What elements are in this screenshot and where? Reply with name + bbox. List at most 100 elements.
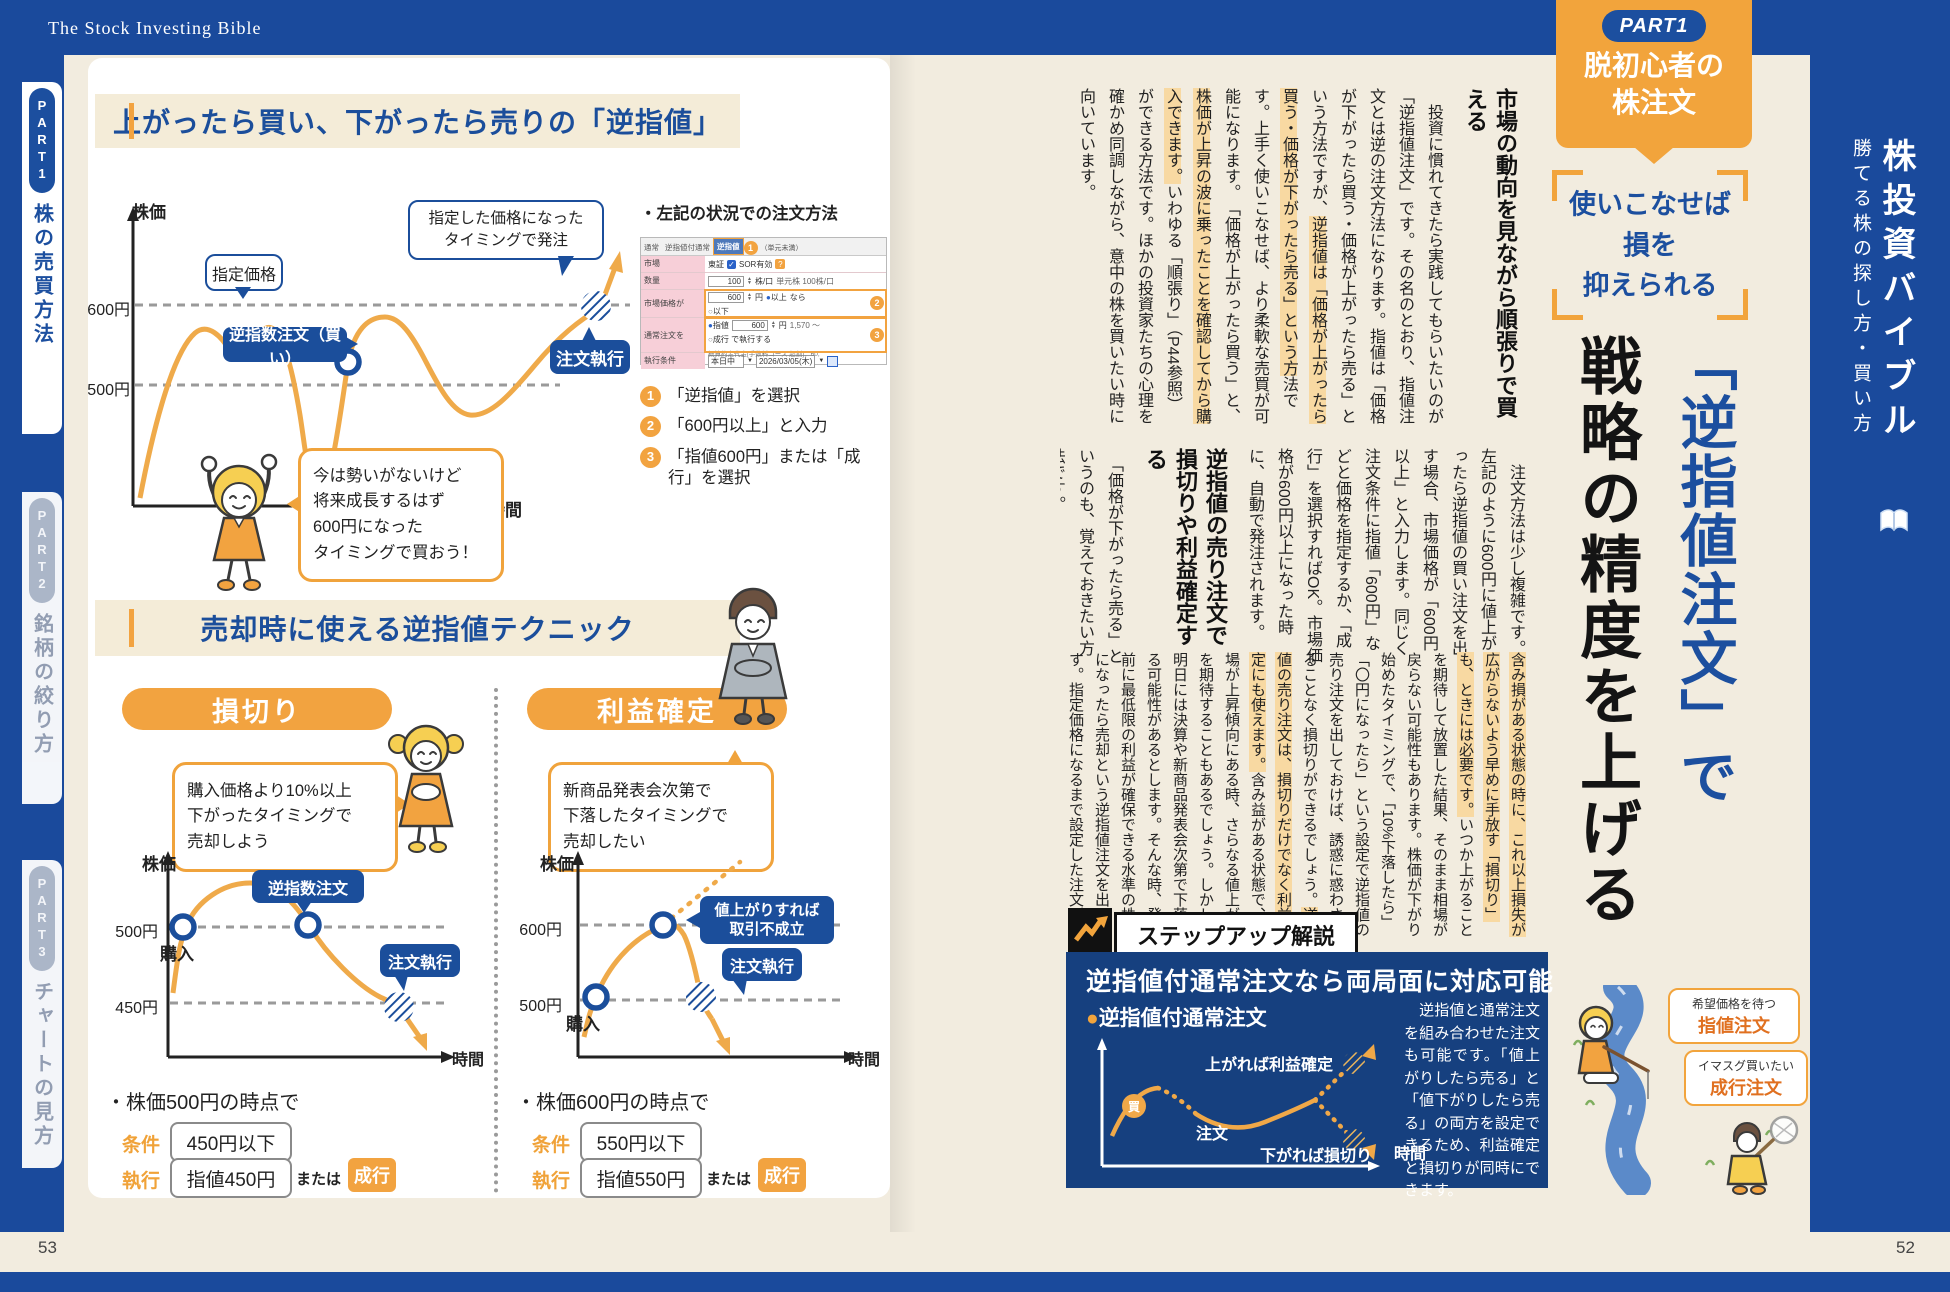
exec-label-2: 注文執行 xyxy=(380,944,460,991)
stepup-subtitle: ●逆指値付通常注文 xyxy=(1086,1007,1267,1030)
execution-marker xyxy=(384,992,414,1022)
sidebar-tab-part2: PART2 銘柄の絞り方 xyxy=(22,492,62,804)
catch-block: 使いこなせば 損を 抑えられる xyxy=(1552,170,1748,320)
part1-badge: PART1 xyxy=(1602,10,1706,42)
character-businessman xyxy=(718,587,788,725)
profit-note: ・株価600円の時点で xyxy=(516,1092,710,1114)
stepper-icon: ▲▼ xyxy=(770,320,776,330)
chart2-y-label: 株価 xyxy=(142,855,176,874)
checkbox-icon: ✓ xyxy=(727,259,736,269)
book-icon xyxy=(1880,509,1908,532)
article-paragraph: 含み損がある状態の時に、これ以上損失が広がらないよう早めに手放す「損切り」も、と… xyxy=(1067,652,1526,937)
page-number-left: 53 xyxy=(38,1238,57,1257)
part-tab-notch xyxy=(1634,147,1674,164)
chart1-y-label: 株価 xyxy=(132,203,166,222)
stepup-time-label: 時間 xyxy=(1394,1146,1427,1163)
exec-cond-value-2: 指値550円 xyxy=(580,1158,702,1198)
buy-label-2: 購入 xyxy=(566,1015,600,1034)
order-point-marker xyxy=(649,911,677,939)
order-form-screenshot: 通常 逆指値付通常 逆指値 1 （単元未満） 市場 東証 ✓ SOR有効 ? 数… xyxy=(640,237,887,369)
gutter-shadow xyxy=(890,55,916,1232)
stepup-title: 逆指値付通常注文なら両局面に対応可能 xyxy=(1086,968,1555,996)
chart2-x-label: 時間 xyxy=(452,1052,485,1069)
buy-label-1: 購入 xyxy=(160,945,194,964)
exec-label-1: 注文執行 xyxy=(550,327,630,374)
part1-pill: PART1 xyxy=(29,88,55,193)
exec-label-3: 注文執行 xyxy=(722,948,802,995)
chart1-500-label: 500円 xyxy=(87,382,130,399)
market-order-badge-1: 成行 xyxy=(348,1158,396,1192)
market-order-label: イマスグ買いたい 成行注文 xyxy=(1684,1050,1808,1106)
market-order-badge-2: 成行 xyxy=(758,1158,806,1192)
order-steps: 1「逆指値」を選択 2「600円以上」と入力 3「指値600円」または「成行」を… xyxy=(640,386,885,499)
river-illustration xyxy=(1572,985,1776,1195)
buy-point-marker xyxy=(169,913,197,941)
stepup-down-label: 下がれば損切り xyxy=(1260,1148,1373,1165)
article-paragraph: 投資に慣れてきたら実践してもらいたいのが「逆指値注文」です。その名のとおり、指値… xyxy=(1077,88,1442,424)
article-heading-1: 市場の動向を見ながら順張りで買える xyxy=(1463,88,1518,418)
specified-price-bubble: 指定価格 xyxy=(205,254,283,299)
stepup-order-label: 注文 xyxy=(1196,1126,1229,1143)
character-girl-standing xyxy=(388,724,464,853)
main-title: 「逆指値注文」で 戦略の精度を上げる xyxy=(1570,334,1735,928)
stepup-box xyxy=(1066,952,1548,1188)
chevron-down-icon: ▼ xyxy=(818,358,825,364)
stepup-up-label: 上がれば利益確定 xyxy=(1205,1057,1334,1074)
character-girl-fishing xyxy=(1577,1005,1650,1099)
stop-order-label-2: 逆指数注文 xyxy=(252,870,364,913)
buy-coin xyxy=(1122,1094,1146,1118)
article-band-3: 含み損がある状態の時に、これ以上損失が広がらないよう早めに手放す「損切り」も、と… xyxy=(1060,652,1530,948)
part2-pill: PART2 xyxy=(29,498,55,603)
accent-bar-icon xyxy=(129,609,134,647)
series-subtitle: 勝てる株の探し方・買い方 xyxy=(1850,138,1871,438)
loss-cut-pill: 損切り xyxy=(122,688,392,730)
section2-title: 売却時に使える逆指値テクニック xyxy=(200,614,635,645)
character-boy-net xyxy=(1726,1115,1799,1195)
question-icon: ? xyxy=(775,259,786,269)
step-badge-2: 2 xyxy=(870,296,884,310)
trigger-callout-bubble: 指定した価格になった タイミングで発注 xyxy=(408,200,604,276)
exec-cond-label-1: 執行 xyxy=(122,1171,161,1192)
loss-note: ・株価500円の時点で xyxy=(106,1092,300,1114)
exec-cond-value-1: 指値450円 xyxy=(170,1158,292,1198)
method-heading: ・左記の状況での注文方法 xyxy=(640,205,838,223)
step-badge-1: 1 xyxy=(743,241,758,255)
book-edge-strip: 株投資バイブル 勝てる株の探し方・買い方 xyxy=(1822,138,1918,698)
bullet-icon: ● xyxy=(1086,1007,1099,1030)
article-heading-2: 逆指値の売り注文で損切りや利益確定する xyxy=(1143,448,1228,646)
condition-value-1: 450円以下 xyxy=(170,1122,292,1162)
stepup-body: 逆指値と通常注文を組み合わせた注文も可能です。「値上がりしたら売る」と「値下がり… xyxy=(1404,1002,1540,1199)
article-band-2: 注文方法は少し複雑です。左記のように600円に値上がったら逆指値の買い注文を出す… xyxy=(1060,448,1530,666)
chart3-600-label: 600円 xyxy=(519,922,562,939)
profit-speech: 新商品発表会次第で 下落したタイミングで 売却したい xyxy=(548,750,774,872)
execution-marker xyxy=(1343,1052,1365,1074)
article-paragraph: 注文方法は少し複雑です。左記のように600円に値上がったら逆指値の買い注文を出す… xyxy=(1246,448,1524,664)
stepper-icon: ▲▼ xyxy=(747,276,752,286)
section1-title: 上がったら買い、下がったら売りの「逆指値」 xyxy=(112,107,722,138)
chart1-600-label: 600円 xyxy=(87,302,130,319)
trend-up-icon xyxy=(1068,908,1112,952)
sidebar-tab-part3: PART3 チャートの見方 xyxy=(22,860,62,1168)
book-header: The Stock Investing Bible xyxy=(48,18,262,38)
stepper-icon: ▲▼ xyxy=(747,292,752,302)
limit-order-label: 希望価格を待つ 指値注文 xyxy=(1668,988,1800,1044)
part-tab-title: 脱初心者の 株注文 xyxy=(1583,50,1724,118)
or-text-1: または xyxy=(296,1171,342,1188)
accent-bar-icon xyxy=(129,103,134,139)
or-text-2: または xyxy=(706,1171,752,1188)
buy-point-marker xyxy=(582,983,610,1011)
panel-divider xyxy=(494,688,498,1193)
form-tab-stop: 逆指値 xyxy=(713,238,744,255)
stop-buy-order-label: 逆指数注文（買い） xyxy=(223,327,358,368)
no-trade-label: 値上がりすれば 取引不成立 xyxy=(686,896,834,944)
form-tab-normal: 通常 xyxy=(644,243,659,252)
section2-header: 売却時に使える逆指値テクニック xyxy=(95,600,740,656)
chart3-500-label: 500円 xyxy=(519,998,562,1015)
article-band-1: 市場の動向を見ながら順張りで買える 投資に慣れてきたら実践してもらいたいのが「逆… xyxy=(1060,88,1530,428)
form-tab-fractional: （単元未満） xyxy=(760,245,803,252)
form-tab-stop-limit-normal: 逆指値付通常 xyxy=(665,243,710,252)
article-paragraph: 「価格が下がったら売る」というのも、覚えておきたい方法です。 xyxy=(1060,448,1122,664)
sidebar-label-part3: チャートの見方 xyxy=(30,981,53,1149)
execution-marker xyxy=(1343,1129,1365,1151)
condition-label-1: 条件 xyxy=(122,1135,161,1156)
